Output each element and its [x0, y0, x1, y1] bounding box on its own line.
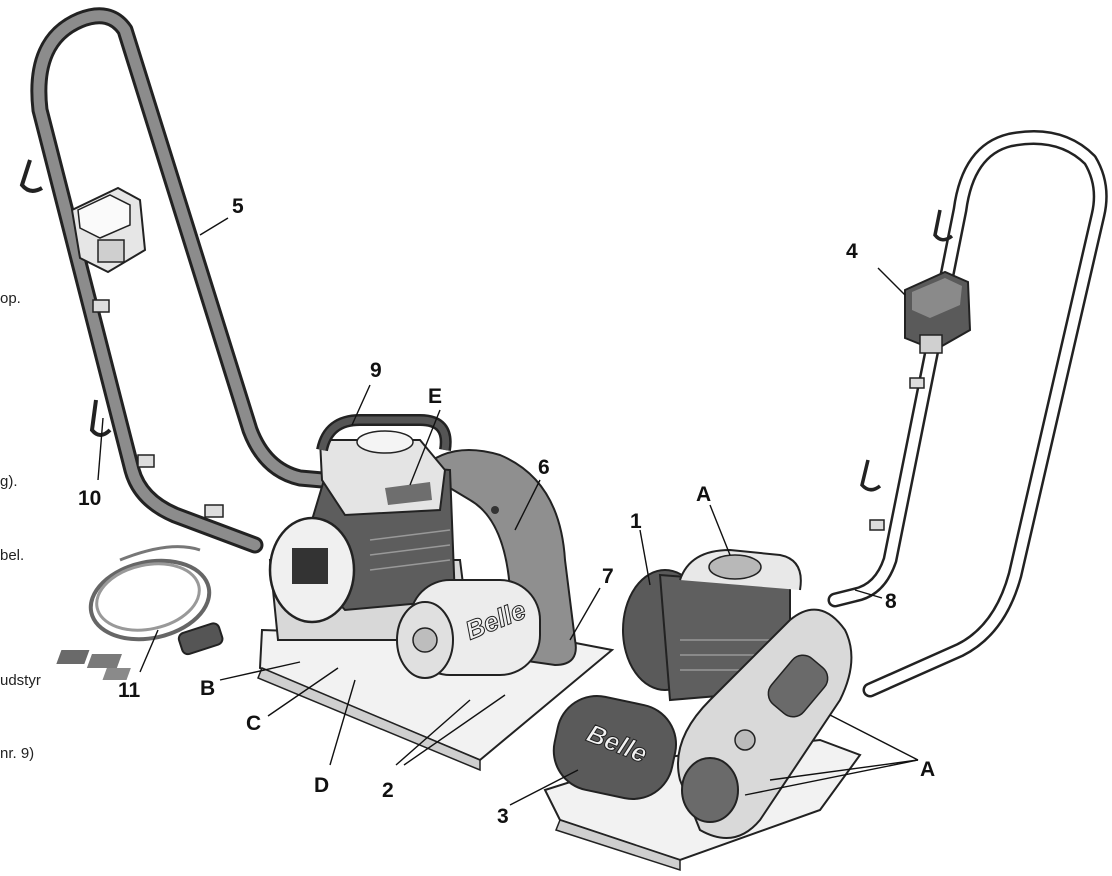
exciter-right: Belle [552, 694, 678, 800]
lifting-handle-left [316, 414, 452, 454]
cable-hook [19, 159, 44, 193]
label-9: 9 [370, 359, 382, 382]
text-fragment: op. [0, 290, 21, 307]
label-5: 5 [232, 195, 244, 218]
switch-box-right [904, 270, 972, 354]
text-fragment: g). [0, 473, 18, 490]
right-compactor: Belle [543, 130, 1108, 872]
label-2: 2 [382, 779, 394, 802]
label-a-bottom: A [920, 758, 935, 781]
label-11: 11 [118, 679, 141, 702]
cropped-side-text: op. g). bel. udstyr nr. 9) [0, 290, 41, 762]
label-plate-d [102, 668, 131, 680]
label-4: 4 [846, 240, 858, 263]
label-1: 1 [630, 510, 642, 533]
label-plate-b [56, 650, 90, 664]
exciter-left: Belle [396, 579, 541, 679]
text-fragment: nr. 9) [0, 745, 34, 762]
cable-hook [933, 209, 954, 242]
text-fragment: bel. [0, 547, 24, 564]
power-cable [88, 545, 224, 656]
left-compactor: Belle [19, 7, 615, 772]
cable-hook [89, 399, 112, 437]
electric-motor-left [268, 439, 457, 624]
switch-box-left [70, 186, 147, 274]
label-plate-c [86, 654, 122, 668]
label-e: E [428, 385, 442, 408]
label-6: 6 [538, 456, 550, 479]
handle-right [827, 130, 1108, 698]
label-a-top: A [696, 483, 711, 506]
label-3: 3 [497, 805, 509, 828]
leader-lines [97, 217, 919, 806]
label-8: 8 [885, 590, 897, 613]
cable-hook [860, 459, 882, 492]
label-d: D [314, 774, 329, 797]
text-fragment: udstyr [0, 672, 41, 689]
label-c: C [246, 712, 261, 735]
callout-labels: 5 9 E 6 7 10 11 B C D 2 4 1 A 8 A 3 [78, 195, 935, 828]
label-7: 7 [602, 565, 614, 588]
label-10: 10 [78, 487, 101, 510]
cable-plug [177, 622, 224, 656]
label-b: B [200, 677, 215, 700]
belt-guard-right [677, 608, 853, 839]
